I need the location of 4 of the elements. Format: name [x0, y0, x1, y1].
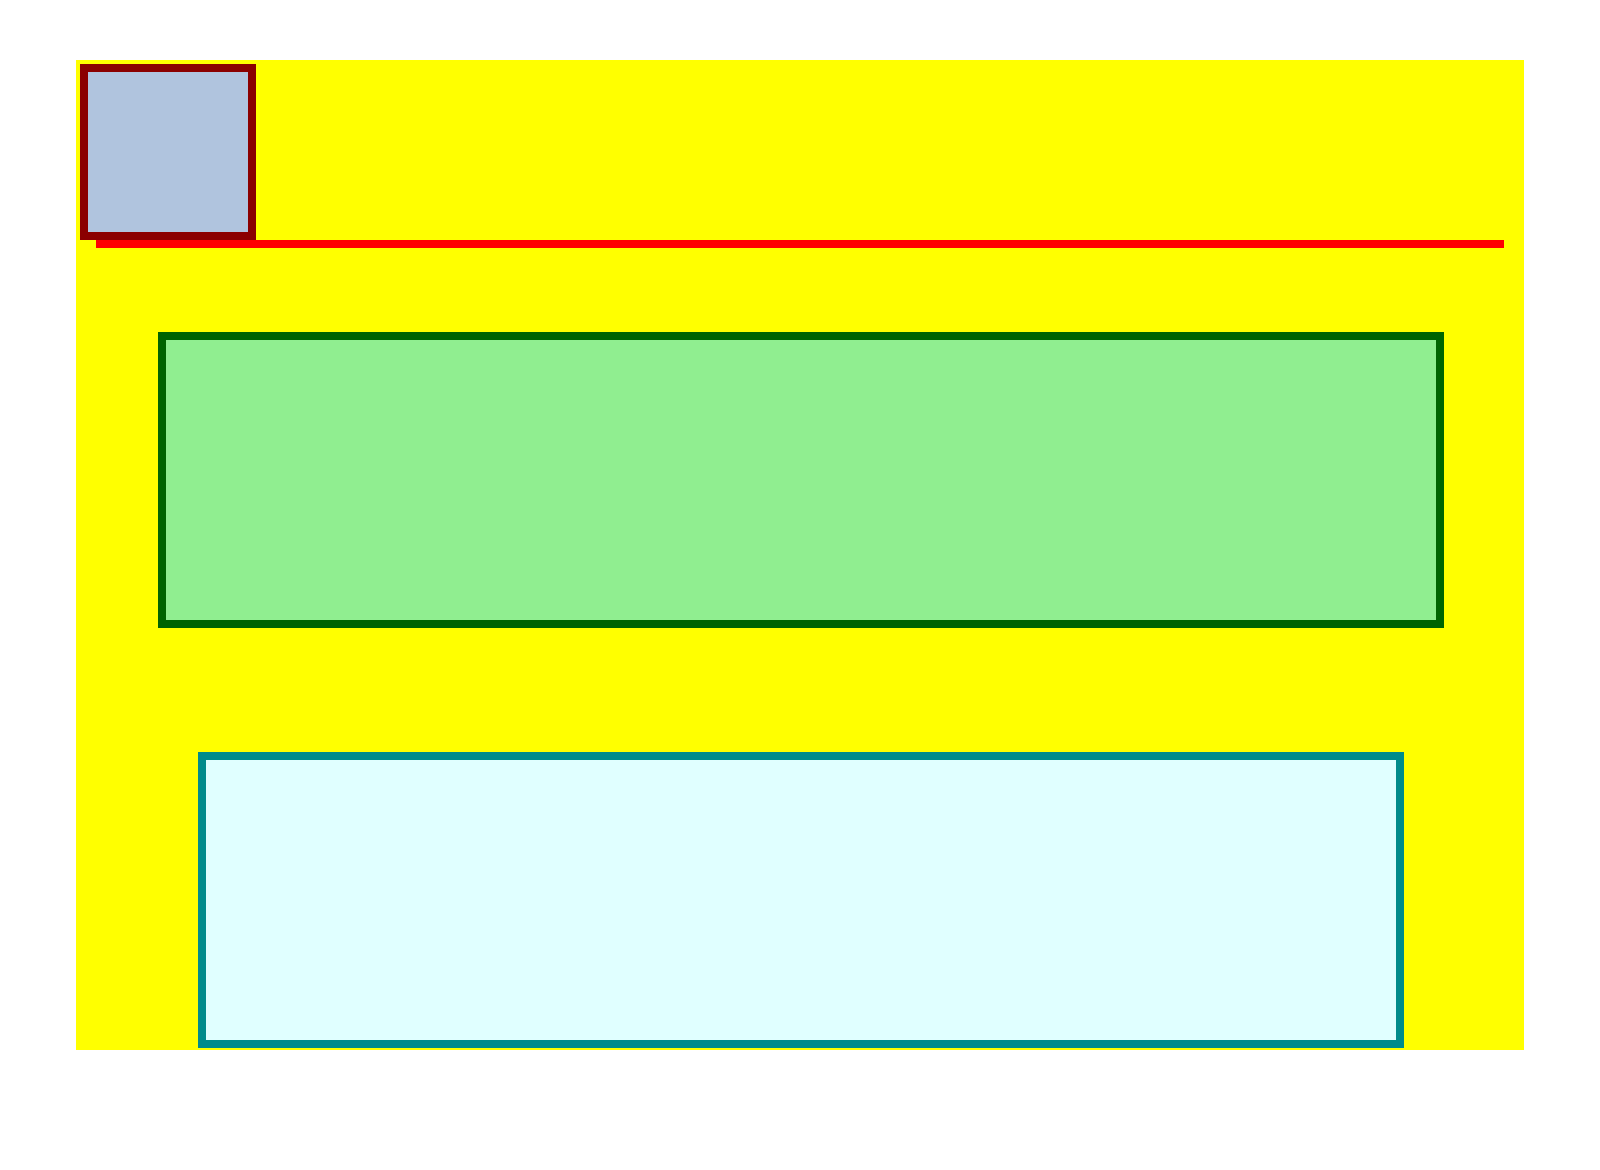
lower-panel	[198, 752, 1404, 1048]
background-panel	[76, 60, 1524, 1050]
corner-block	[80, 64, 256, 240]
upper-panel	[158, 332, 1444, 628]
